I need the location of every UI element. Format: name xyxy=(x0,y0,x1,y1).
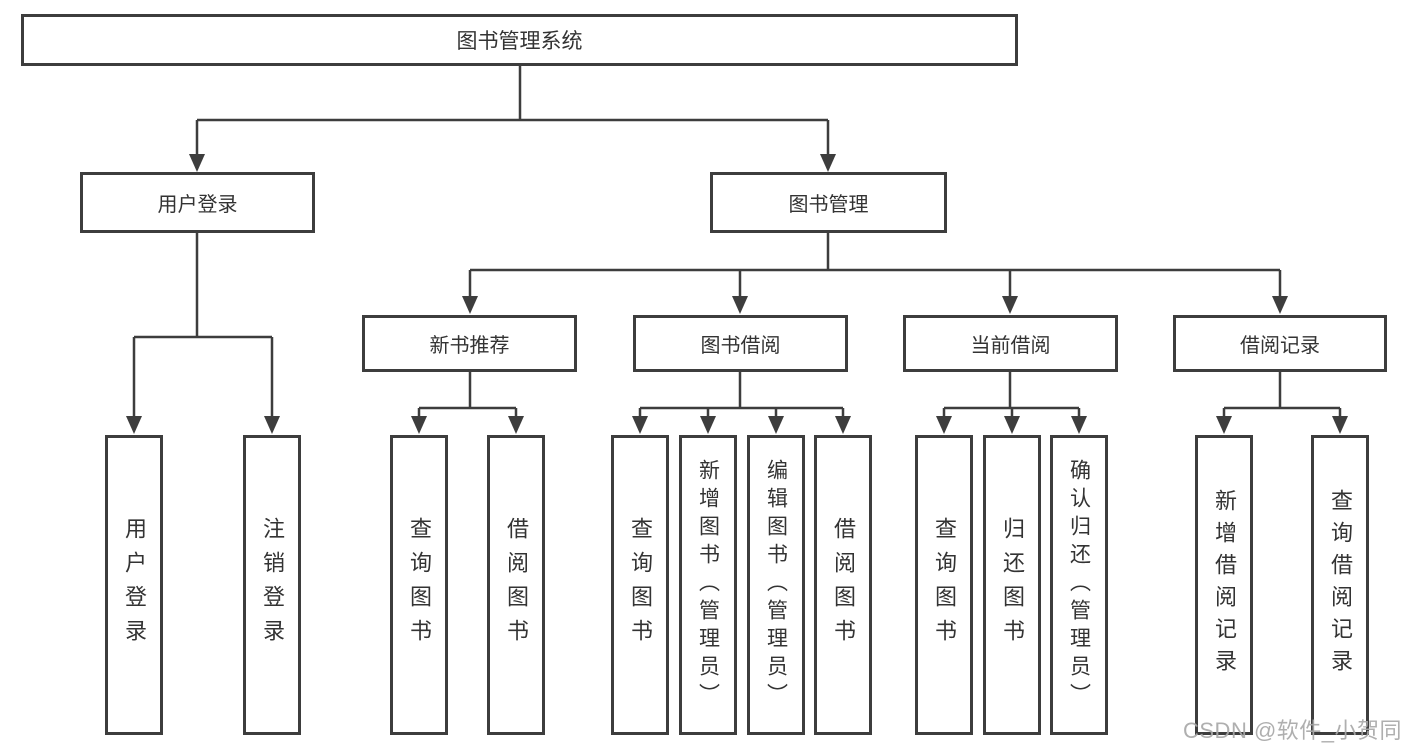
node-library-management-system: 图书管理系统 xyxy=(21,14,1018,66)
leaf-query-borrow-record: 查询借阅记录 xyxy=(1311,435,1369,735)
node-new-book-recommend: 新书推荐 xyxy=(362,315,577,372)
leaf-add-borrow-record: 新增借阅记录 xyxy=(1195,435,1253,735)
arrowhead-icons xyxy=(126,154,1348,434)
node-book-borrow: 图书借阅 xyxy=(633,315,848,372)
node-book-management: 图书管理 xyxy=(710,172,947,233)
leaf-logout: 注销登录 xyxy=(243,435,301,735)
leaf-query-books-current: 查询图书 xyxy=(915,435,973,735)
leaf-confirm-return-admin: 确认归还（管理员） xyxy=(1050,435,1108,735)
leaf-borrow-books-recommend: 借阅图书 xyxy=(487,435,545,735)
node-user-login: 用户登录 xyxy=(80,172,315,233)
leaf-borrow-books: 借阅图书 xyxy=(814,435,872,735)
leaf-return-books: 归还图书 xyxy=(983,435,1041,735)
leaf-user-login: 用户登录 xyxy=(105,435,163,735)
node-current-borrow: 当前借阅 xyxy=(903,315,1118,372)
leaf-query-books-recommend: 查询图书 xyxy=(390,435,448,735)
leaf-edit-book-admin: 编辑图书（管理员） xyxy=(747,435,805,735)
csdn-watermark: CSDN @软件_小贺同学 xyxy=(1183,718,1403,743)
leaf-query-books-borrow: 查询图书 xyxy=(611,435,669,735)
leaf-add-book-admin: 新增图书（管理员） xyxy=(679,435,737,735)
node-borrow-records: 借阅记录 xyxy=(1173,315,1387,372)
